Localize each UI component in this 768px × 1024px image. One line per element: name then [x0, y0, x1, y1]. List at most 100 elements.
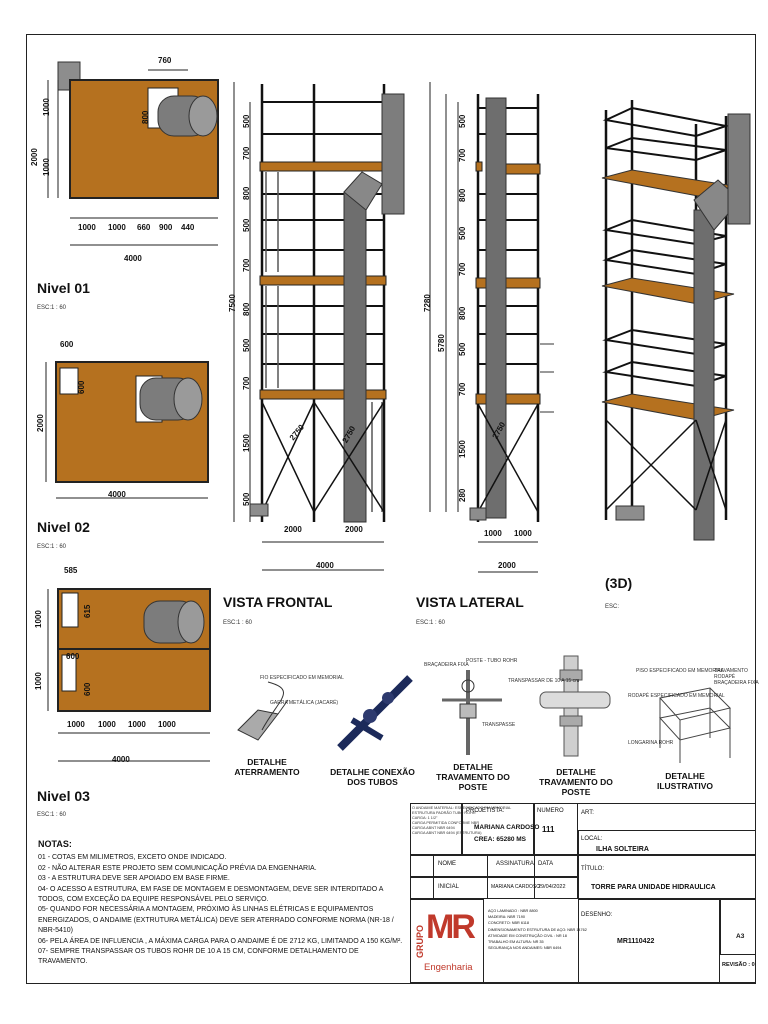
tb-art-label: ART:	[581, 810, 594, 816]
n02-dim-total: 4000	[108, 490, 126, 499]
tb-local-label: LOCAL:	[581, 836, 603, 842]
detail-1-caption: DETALHE ATERRAMENTO	[234, 757, 300, 777]
tb-desenho-cell	[578, 899, 720, 983]
tb-spec-line: O ANDAIME MATERIAL: ESPECIFICADO EM MEMO…	[412, 806, 512, 810]
tb-size-cell	[720, 899, 756, 955]
drawing-sheet	[26, 34, 756, 984]
tb-divider	[487, 855, 488, 899]
detail-5-note-1: PISO ESPECIFICADO EM MEMORIAL	[636, 668, 724, 674]
n03-dim-bottom-3: 1000	[128, 720, 146, 729]
notes-title: NOTAS:	[38, 839, 72, 849]
frontal-dim-2: 700	[242, 146, 251, 160]
tb-local: ILHA SOLTEIRA	[596, 846, 649, 853]
n01-title: Nivel 01	[37, 280, 90, 296]
tb-rev-row	[410, 877, 578, 899]
detail-conexao-drawing	[337, 675, 413, 751]
tb-norm: MADEIRA: NBR 7190	[488, 915, 525, 920]
frontal-bottom-2: 2000	[345, 525, 363, 534]
note-item: 04- O ACESSO A ESTRUTURA, EM FASE DE MON…	[38, 885, 384, 904]
tb-norm: SEGURANÇA NOS ANDAIMES: NBR 6494	[488, 946, 562, 951]
detail-4-caption: DETALHE TRAVAMENTO DO POSTE	[539, 767, 613, 797]
tb-spec-lines: O ANDAIME MATERIAL: ESPECIFICADO EM MEMO…	[412, 806, 511, 836]
note-item: 01 - COTAS EM MILIMETROS, EXCETO ONDE IN…	[38, 854, 227, 862]
detail-aterramento-drawing	[237, 681, 289, 741]
tb-norm: ATIVIDADE EM CONSTRUÇÃO CIVIL : NR 18	[488, 933, 567, 938]
n01-dim-bottom-5: 440	[181, 223, 195, 232]
n01-dim-bottom-4: 900	[159, 223, 173, 232]
note-item: 03 - A ESTRUTURA DEVE SER APOIADO EM BAS…	[38, 875, 230, 883]
n03-dim-top: 585	[64, 566, 78, 575]
tb-norm: DIMENSIONAMENTO ESTRUTURA DE AÇO: NBR 14…	[488, 927, 587, 932]
n03-dim-inner-b: 600	[66, 652, 80, 661]
n03-dim-total: 4000	[112, 755, 130, 764]
lateral-title: VISTA LATERAL	[416, 594, 524, 610]
n01-dim-total: 4000	[124, 254, 142, 263]
tb-size: A3	[736, 933, 745, 940]
tb-spec-line: CARGA: 1 1/2"	[412, 816, 438, 820]
detail-2-caption: DETALHE CONEXÃO DOS TUBOS	[330, 767, 415, 787]
plan-nivel-02-drawing	[45, 361, 209, 499]
frontal-dim-4: 500	[242, 218, 251, 232]
detail-3-note-3: TRANSPASSE	[482, 722, 516, 728]
tb-crea: CREA: 65280 MS	[474, 836, 527, 843]
tb-desenho-label: DESENHO:	[581, 912, 613, 918]
frontal-dim-6: 800	[242, 302, 251, 316]
detail-1-note-1: FIO ESPECIFICADO EM MEMORIAL	[260, 675, 344, 681]
lateral-dim-4: 500	[458, 226, 467, 240]
n02-dim-left-total: 2000	[36, 414, 45, 432]
view-3d-drawing	[601, 100, 751, 541]
frontal-dim-3: 800	[242, 186, 251, 200]
frontal-height-total: 7500	[228, 294, 237, 312]
n03-dim-inner-c: 600	[83, 682, 92, 696]
n03-dim-left-b: 1000	[34, 672, 43, 690]
detail-ilustrativo-drawing	[659, 687, 731, 763]
tb-spec-cell	[410, 803, 462, 855]
logo-mark: MR	[426, 908, 476, 946]
tb-local-cell	[578, 830, 756, 855]
tb-inicial: INICIAL	[438, 884, 460, 890]
notes-block: NOTAS: 01 - COTAS EM MILIMETROS, EXCETO …	[38, 839, 408, 968]
tb-revisao: REVISÃO : 0	[722, 962, 755, 968]
frontal-scale: ESC:1 : 60	[223, 620, 253, 626]
tb-desenho: MR1110422	[617, 938, 655, 945]
lateral-dim-2: 700	[458, 148, 467, 162]
logo-sub: Engenharia	[424, 962, 473, 973]
n03-dim-inner-a: 615	[83, 604, 92, 618]
tb-numero-label: NUMERO	[537, 808, 564, 814]
n01-dim-left-b: 1000	[42, 158, 51, 176]
n01-dim-top: 760	[158, 56, 172, 65]
detail-4-note-1: TRANSPASSAR DE 10 A 15 cm	[508, 678, 580, 684]
detail-5-note-4: LONGARINA ROHR	[628, 740, 674, 746]
tb-projetista-name: MARIANA CARDOSO	[474, 824, 540, 831]
n01-scale: ESC:1 : 60	[37, 305, 67, 311]
tb-spec-line: CARGA ABNT NBR 6494 (ESTRUTURA)	[412, 831, 482, 835]
lateral-dim-1: 500	[458, 114, 467, 128]
tb-norms: AÇO LAMINADO : NBR 8800 MADEIRA: NBR 719…	[488, 908, 587, 951]
n01-dim-left-total: 2000	[30, 148, 39, 166]
frontal-dim-7: 500	[242, 338, 251, 352]
view-3d-scale: ESC:	[605, 604, 620, 610]
detail-travamento-2-drawing	[539, 655, 611, 757]
detail-3-note-1: BRAÇADEIRA FIXA	[424, 662, 469, 668]
n01-dim-bottom-3: 660	[137, 223, 151, 232]
plan-nivel-03-drawing	[47, 588, 211, 762]
n03-dim-bottom-1: 1000	[67, 720, 85, 729]
frontal-title: VISTA FRONTAL	[223, 594, 333, 610]
tb-projetista-label: PROJETISTA:	[466, 808, 505, 814]
note-item: 06- PELA ÁREA DE INFLUENCIA , A MÁXIMA C…	[38, 937, 403, 945]
frontal-bottom-1: 2000	[284, 525, 302, 534]
tb-spec-line: CARGA ABNT NBR 6494	[412, 826, 455, 830]
lateral-height-total: 7280	[423, 294, 432, 312]
n01-dim-tank: 800	[141, 110, 150, 124]
note-item: 05- QUANDO FOR NECESSÁRIA A MONTAGEM, PR…	[38, 906, 394, 935]
lateral-dim-5: 700	[458, 262, 467, 276]
tb-divider	[534, 855, 535, 899]
detail-1-note-2: GARRA METÁLICA (JACARÉ)	[270, 700, 339, 706]
tb-projetista-cell	[462, 803, 534, 855]
lateral-dim-8: 700	[458, 382, 467, 396]
frontal-dim-1: 500	[242, 114, 251, 128]
tb-data-label: DATA	[538, 861, 554, 867]
vista-lateral-drawing	[429, 82, 554, 573]
frontal-dim-10: 500	[242, 492, 251, 506]
tb-nome-label: NOME	[438, 861, 456, 867]
